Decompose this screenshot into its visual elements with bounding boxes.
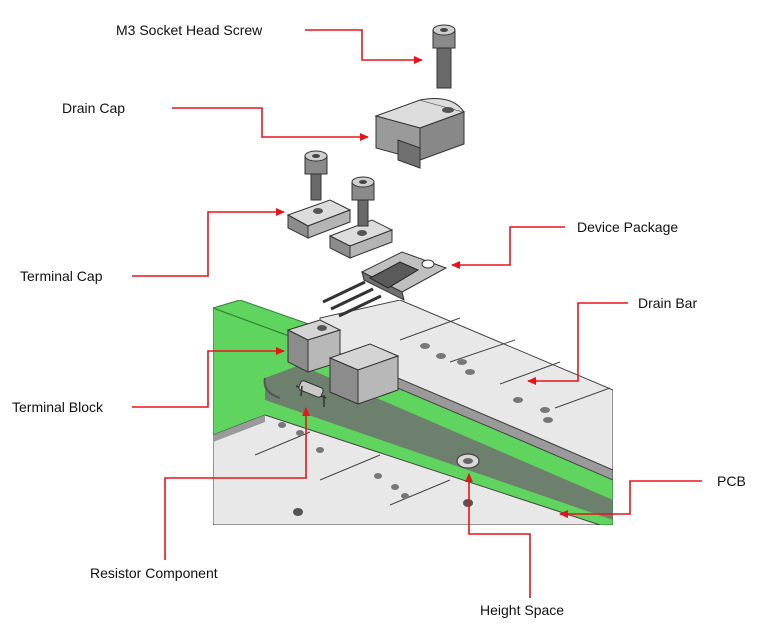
label-drain-bar: Drain Bar bbox=[638, 295, 698, 311]
label-drain-cap: Drain Cap bbox=[62, 100, 126, 116]
arrow-drain-cap bbox=[172, 107, 369, 141]
source-bar bbox=[213, 414, 601, 525]
arrow-m3-screw bbox=[305, 29, 423, 64]
height-space-standoff bbox=[456, 453, 480, 469]
leader-arrows bbox=[132, 29, 702, 598]
m3-socket-head-screw bbox=[432, 24, 456, 89]
arrow-terminal-cap bbox=[132, 208, 285, 277]
device-package bbox=[322, 251, 448, 318]
label-height-space: Height Space bbox=[480, 602, 565, 618]
label-pcb: PCB bbox=[717, 473, 746, 489]
label-terminal-block: Terminal Block bbox=[12, 399, 104, 415]
terminal-block-front bbox=[328, 343, 400, 405]
resistor-component bbox=[295, 380, 327, 407]
label-m3-screw: M3 Socket Head Screw bbox=[116, 22, 263, 38]
label-device-package: Device Package bbox=[577, 219, 679, 235]
terminal-screw-right bbox=[351, 176, 375, 227]
terminal-screw-left bbox=[304, 150, 328, 201]
arrow-pcb bbox=[559, 480, 702, 518]
arrow-device-package bbox=[451, 226, 565, 269]
arrow-terminal-block bbox=[132, 347, 285, 408]
arrow-height-space bbox=[465, 473, 531, 598]
terminal-cap-right bbox=[328, 219, 394, 259]
terminal-block-back bbox=[286, 319, 342, 373]
arrow-drain-bar bbox=[527, 302, 628, 385]
label-terminal-cap: Terminal Cap bbox=[20, 268, 103, 284]
terminal-cap-left bbox=[286, 199, 352, 239]
label-resistor-component: Resistor Component bbox=[90, 565, 218, 581]
arrow-resistor bbox=[164, 407, 310, 560]
drain-cap bbox=[374, 98, 466, 169]
